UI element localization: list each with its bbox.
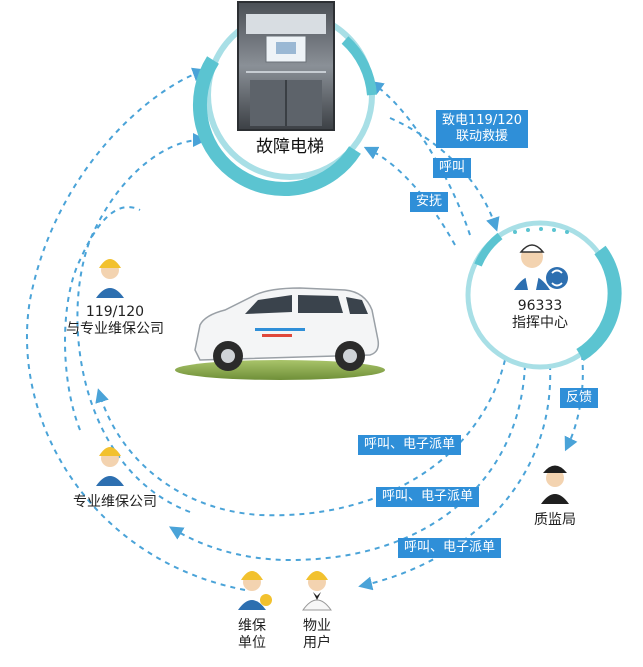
quality-bureau-label: 质监局 [534,512,576,528]
property-user-line1: 物业 [303,618,331,634]
worker-icon-company [96,447,124,486]
property-user-line2: 用户 [303,635,331,651]
maintenance-company-label: 专业维保公司 [73,494,157,510]
company-119-label: 119/120 与专业维保公司 [55,304,175,338]
maintenance-unit-icon [238,571,272,610]
arrow-dispatch-1 [95,359,506,517]
elevator-hub [192,1,377,197]
call-tag: 呼叫 [433,158,472,178]
rescue-tag-line1: 致电119/120 [442,113,523,128]
center-hub [465,220,622,370]
feedback-tag: 反馈 [560,388,599,408]
maintenance-unit-line2: 单位 [238,635,266,651]
dispatch-tag-3: 呼叫、电子派单 [398,538,502,558]
arrow-inner-left [64,206,141,431]
maintenance-unit-label: 维保 单位 [230,618,274,652]
operator-icon [514,244,568,290]
maintenance-unit-line1: 维保 [238,618,266,634]
property-user-icon [302,571,332,611]
elevator-cabin-image [237,1,335,131]
arrow-dispatch-3 [358,364,552,591]
center-label-name: 指挥中心 [512,315,568,331]
rescue-tag: 致电119/120 联动救援 [436,110,529,148]
elevator-ring-arc [192,56,361,197]
dispatch-tag-1: 呼叫、电子派单 [358,435,462,455]
arrow-feedback [564,354,584,452]
dispatch-tag-2: 呼叫、电子派单 [376,487,480,507]
elevator-label: 故障电梯 [256,137,324,157]
service-car-image [175,287,385,380]
flow-arrows [25,67,584,591]
property-user-label: 物业 用户 [295,618,339,652]
center-ring-arc [576,245,622,361]
arrow-outer-left-1 [25,67,246,591]
comfort-tag: 安抚 [410,192,449,212]
arrow-dispatch-2 [168,364,526,562]
center-label-number: 96333 [517,298,563,314]
inspector-icon [541,465,569,504]
company-119-line2: 与专业维保公司 [66,321,164,337]
company-119-line1: 119/120 [85,304,145,320]
worker-icon-119 [96,259,124,298]
arrow-comfort [363,146,456,246]
rescue-tag-line2: 联动救援 [456,129,509,144]
arrow-center-to-elevator [369,80,471,236]
center-label: 96333 指挥中心 [500,298,580,332]
